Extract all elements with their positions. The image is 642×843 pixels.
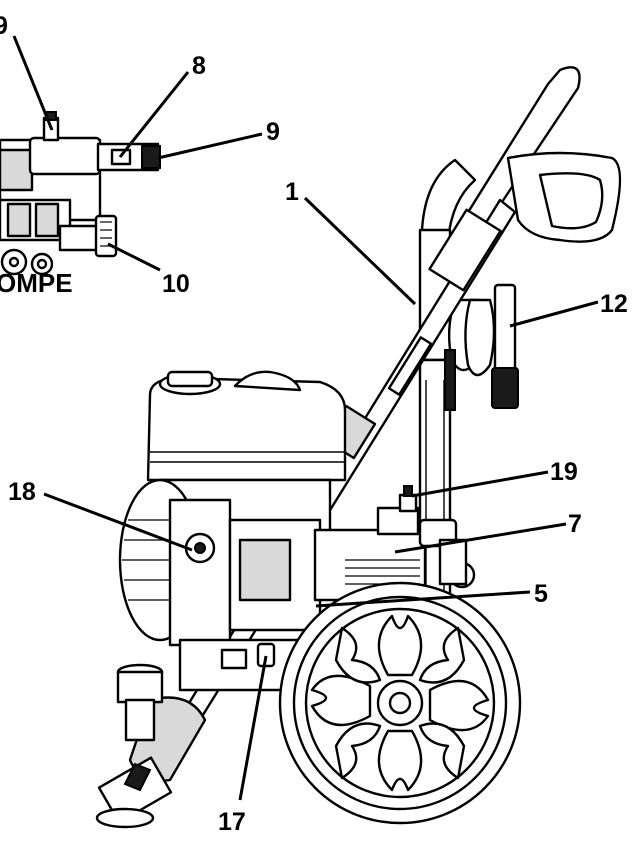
callout-19: 19 [550,458,578,486]
leader-10 [107,242,161,272]
leader-19 [411,470,549,498]
leader-8 [118,71,190,158]
engine [118,370,347,692]
leader-lines [12,35,599,801]
callout-1: 1 [285,178,299,206]
callout-12: 12 [600,290,628,318]
callout-17: 17 [218,808,246,836]
callout-18: 18 [8,478,36,506]
leader-7 [394,522,567,554]
callout-10: 10 [162,270,190,298]
callout-5: 5 [534,580,548,608]
leader-1 [303,196,417,306]
pump-caption: OMPE [0,268,73,298]
leader-18 [43,492,193,552]
leader-17 [238,655,268,801]
callout-8: 8 [192,52,206,80]
wheel [278,581,522,825]
detergent-inlet [116,663,164,742]
leader-5 [315,590,531,608]
leader-9 [157,132,263,160]
callout-9: 9 [266,118,280,146]
callout-7: 7 [568,510,582,538]
leader-9-top-left [12,35,54,131]
callouts: 9 8 9 1 10 12 19 18 7 5 17 OMPE [0,12,628,836]
hose-holder [444,283,519,411]
callout-9-top-left: 9 [0,12,8,40]
leader-12 [509,300,599,328]
pump-inset [0,111,161,276]
